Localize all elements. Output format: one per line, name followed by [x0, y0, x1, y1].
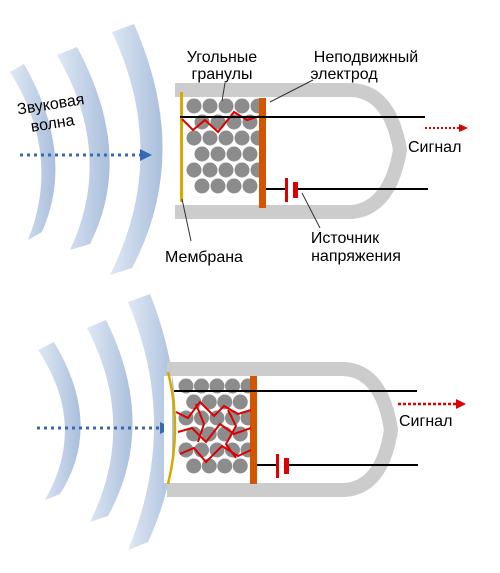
housing-interior: [164, 376, 172, 483]
current-path: [177, 422, 252, 444]
leader-line: [301, 192, 321, 229]
carbon-granule: [218, 130, 234, 146]
sound-wave-arcs: [10, 24, 163, 275]
wave-arc: [57, 47, 110, 250]
carbon-granules: [186, 98, 266, 194]
carbon-granule: [234, 162, 250, 178]
fixed-electrode-label: электрод: [310, 66, 378, 83]
membrane: [166, 371, 177, 485]
membrane: [180, 92, 183, 202]
carbon-granule: [201, 426, 217, 442]
carbon-granule: [225, 378, 240, 394]
membrane-label: Мембрана: [165, 249, 243, 266]
sound-arrow: [20, 149, 152, 161]
arrow-right-icon: [459, 124, 468, 132]
carbon-granule: [242, 178, 258, 194]
housing: [175, 83, 408, 219]
carbon-granule: [232, 458, 248, 474]
current-path: [181, 110, 261, 134]
current-path: [175, 400, 252, 420]
carbon-granule: [186, 98, 202, 114]
carbon-granule: [202, 130, 218, 146]
carbon-granule: [202, 162, 218, 178]
leader-line: [269, 79, 314, 103]
current-path: [224, 409, 238, 459]
top-panel: Звуковая волна Сигнал: [10, 24, 468, 275]
signal-label: Сигнал: [408, 139, 461, 156]
carbon-granule: [226, 146, 242, 162]
carbon-granule: [194, 178, 210, 194]
wave-arc: [38, 342, 81, 500]
fixed-electrode: [250, 376, 257, 484]
wave-arc: [87, 320, 133, 522]
carbon-granules-label: Угольные: [187, 49, 257, 66]
sound-wave-arcs: [38, 294, 176, 550]
arrow-right-icon: [140, 149, 152, 161]
wave-arc: [110, 24, 163, 275]
carbon-granule: [217, 426, 233, 442]
housing-interior: [172, 97, 180, 205]
current-paths: [175, 400, 252, 464]
carbon-granule: [210, 146, 226, 162]
voltage-source-label: Источник: [311, 230, 380, 247]
carbon-granule: [217, 394, 233, 410]
current-path: [179, 444, 252, 464]
fixed-electrode-label: Неподвижный: [314, 49, 418, 66]
carbon-granule: [186, 162, 202, 178]
carbon-granule: [218, 98, 234, 114]
carbon-granule: [186, 130, 202, 146]
carbon-granule: [210, 178, 226, 194]
carbon-granule: [186, 426, 202, 442]
carbon-granule: [232, 394, 248, 410]
carbon-granule: [178, 378, 194, 394]
carbon-granule: [234, 130, 250, 146]
voltage-source-label: напряжения: [311, 248, 401, 265]
carbon-granule: [201, 394, 217, 410]
carbon-granule: [226, 178, 242, 194]
bottom-panel: Сигнал: [37, 294, 466, 550]
battery-icon: [276, 454, 289, 478]
carbon-granule: [234, 98, 250, 114]
carbon-granule: [186, 458, 202, 474]
sound-wave-label: волна: [30, 112, 76, 136]
carbon-granule: [209, 378, 225, 394]
current-path: [195, 403, 206, 443]
signal-label: Сигнал: [399, 413, 452, 430]
carbon-granule: [217, 458, 233, 474]
leader-line: [221, 82, 226, 102]
carbon-granule: [202, 98, 218, 114]
housing: [167, 362, 399, 497]
sound-arrow: [37, 422, 172, 434]
carbon-granule: [218, 162, 234, 178]
arrow-right-icon: [456, 399, 466, 409]
fixed-electrode: [259, 98, 266, 208]
carbon-granule: [194, 146, 210, 162]
carbon-granule: [242, 146, 258, 162]
carbon-granules: [178, 378, 256, 474]
wave-arc: [128, 294, 176, 550]
carbon-granules-label: гранулы: [192, 66, 253, 83]
carbon-granule: [194, 378, 209, 394]
battery-icon: [285, 178, 298, 202]
wave-arc: [10, 64, 56, 240]
leader-line: [181, 198, 192, 242]
